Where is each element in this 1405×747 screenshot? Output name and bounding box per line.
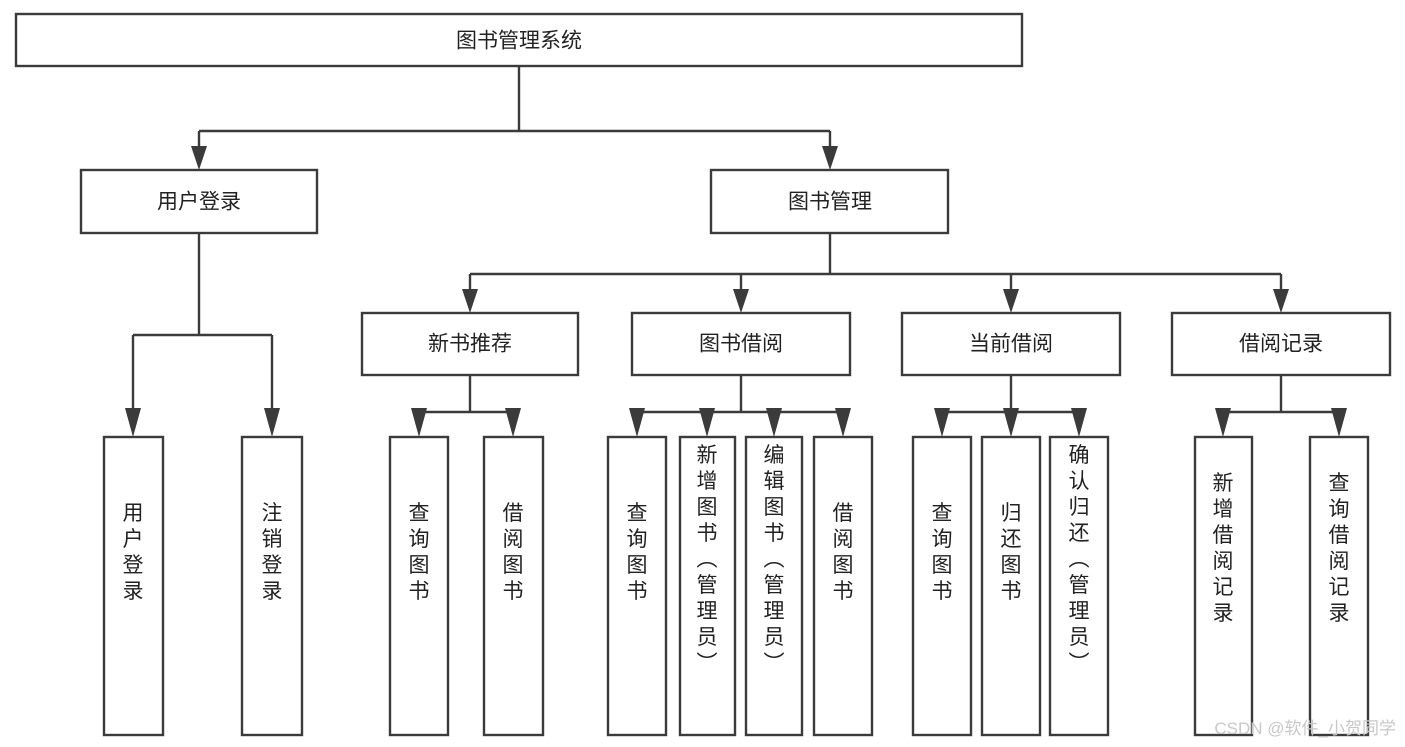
new-book-recommend-label: 新书推荐 <box>428 333 512 356</box>
arrow-to-leaf-user-login <box>125 408 141 437</box>
edges-group <box>125 66 1347 437</box>
node-leaf-query-book-3[interactable]: 查询图书 <box>911 435 973 737</box>
leaf-borrow-book-1-label: 借阅图书 <box>503 502 524 603</box>
leaf-add-book-label: 新增图书︵管理员︶ <box>697 444 718 675</box>
node-new-book-recommend[interactable]: 新书推荐 <box>360 311 580 377</box>
leaf-return-book-label: 归还图书 <box>1001 502 1022 603</box>
arrow-to-current-borrow <box>1003 289 1019 313</box>
arrow-to-leaf-user-logout <box>264 408 280 437</box>
root-label: 图书管理系统 <box>456 30 582 53</box>
node-leaf-user-login[interactable]: 用户登录 <box>102 435 165 737</box>
book-borrow-label: 图书借阅 <box>699 333 783 356</box>
leaf-user-login-box[interactable] <box>102 435 165 737</box>
borrow-record-label: 借阅记录 <box>1239 333 1323 356</box>
user-login-label: 用户登录 <box>157 191 241 214</box>
leaf-borrow-book-2-label: 借阅图书 <box>833 502 854 603</box>
leaf-user-login-label: 用户登录 <box>123 502 144 603</box>
leaf-return-book-box[interactable] <box>980 435 1042 737</box>
node-leaf-return-book[interactable]: 归还图书 <box>980 435 1042 737</box>
leaf-borrow-book-1-box[interactable] <box>482 435 545 737</box>
node-leaf-add-book[interactable]: 新增图书︵管理员︶ <box>678 435 737 737</box>
node-book-borrow[interactable]: 图书借阅 <box>630 311 852 377</box>
node-root[interactable]: 图书管理系统 <box>14 12 1024 68</box>
leaf-query-book-2-box[interactable] <box>606 435 668 737</box>
user-login-box[interactable] <box>79 168 319 235</box>
node-leaf-user-logout[interactable]: 注销登录 <box>240 435 304 737</box>
leaf-query-book-2-label: 查询图书 <box>627 502 648 603</box>
book-management-box[interactable] <box>709 168 950 235</box>
node-borrow-record[interactable]: 借阅记录 <box>1170 311 1392 377</box>
node-user-login[interactable]: 用户登录 <box>79 168 319 235</box>
book-management-label: 图书管理 <box>788 191 872 214</box>
leaf-add-borrow-record-box[interactable] <box>1193 435 1254 737</box>
arrow-to-leaf-add-book <box>699 408 715 437</box>
leaf-add-book-box[interactable] <box>678 435 737 737</box>
leaf-query-book-1-label: 查询图书 <box>409 502 430 603</box>
node-book-management[interactable]: 图书管理 <box>709 168 950 235</box>
leaf-query-book-3-label: 查询图书 <box>932 502 953 603</box>
leaf-query-book-3-box[interactable] <box>911 435 973 737</box>
node-leaf-borrow-book-1[interactable]: 借阅图书 <box>482 435 545 737</box>
node-leaf-confirm-return[interactable]: 确认归还︵管理员︶ <box>1048 435 1110 737</box>
leaf-query-borrow-record-label: 查询借阅记录 <box>1329 472 1350 625</box>
arrow-to-leaf-confirm-return <box>1071 408 1087 437</box>
arrow-to-leaf-borrow-book-1 <box>505 408 521 437</box>
arrow-to-leaf-query-book-2 <box>629 408 645 437</box>
node-leaf-query-book-1[interactable]: 查询图书 <box>388 435 450 737</box>
borrow-record-box[interactable] <box>1170 311 1392 377</box>
arrow-to-book-borrow <box>733 289 749 313</box>
current-borrow-box[interactable] <box>900 311 1122 377</box>
node-current-borrow[interactable]: 当前借阅 <box>900 311 1122 377</box>
arrow-to-user-login <box>191 146 207 170</box>
arrow-to-leaf-borrow-book-2 <box>835 408 851 437</box>
arrow-to-leaf-query-book-3 <box>934 408 950 437</box>
leaf-query-borrow-record-box[interactable] <box>1308 435 1370 737</box>
new-book-recommend-box[interactable] <box>360 311 580 377</box>
leaf-edit-book-label: 编辑图书︵管理员︶ <box>764 444 785 675</box>
csdn-watermark: CSDN @软件_小贺同学 <box>1214 719 1396 738</box>
arrow-to-leaf-return-book <box>1003 408 1019 437</box>
node-leaf-edit-book[interactable]: 编辑图书︵管理员︶ <box>744 435 804 737</box>
node-leaf-query-book-2[interactable]: 查询图书 <box>606 435 668 737</box>
node-leaf-query-borrow-record[interactable]: 查询借阅记录 <box>1308 435 1370 737</box>
node-leaf-borrow-book-2[interactable]: 借阅图书 <box>812 435 874 737</box>
leaf-user-logout-box[interactable] <box>240 435 304 737</box>
book-borrow-box[interactable] <box>630 311 852 377</box>
arrow-to-new-book-recommend <box>462 289 478 313</box>
arrow-to-borrow-record <box>1273 289 1289 313</box>
leaf-confirm-return-label: 确认归还︵管理员︶ <box>1069 444 1090 675</box>
node-leaf-add-borrow-record[interactable]: 新增借阅记录 <box>1193 435 1254 737</box>
root-box[interactable] <box>14 12 1024 68</box>
leaf-add-borrow-record-label: 新增借阅记录 <box>1213 472 1234 625</box>
leaf-confirm-return-box[interactable] <box>1048 435 1110 737</box>
leaf-user-logout-label: 注销登录 <box>262 502 283 603</box>
arrow-to-leaf-edit-book <box>766 408 782 437</box>
current-borrow-label: 当前借阅 <box>969 333 1053 356</box>
arrow-to-book-management <box>822 146 838 170</box>
leaf-borrow-book-2-box[interactable] <box>812 435 874 737</box>
arrow-to-leaf-add-borrow-record <box>1215 408 1231 437</box>
arrow-to-leaf-query-borrow-record <box>1331 408 1347 437</box>
arrow-to-leaf-query-book-1 <box>411 408 427 437</box>
leaf-query-book-1-box[interactable] <box>388 435 450 737</box>
leaf-edit-book-box[interactable] <box>744 435 804 737</box>
